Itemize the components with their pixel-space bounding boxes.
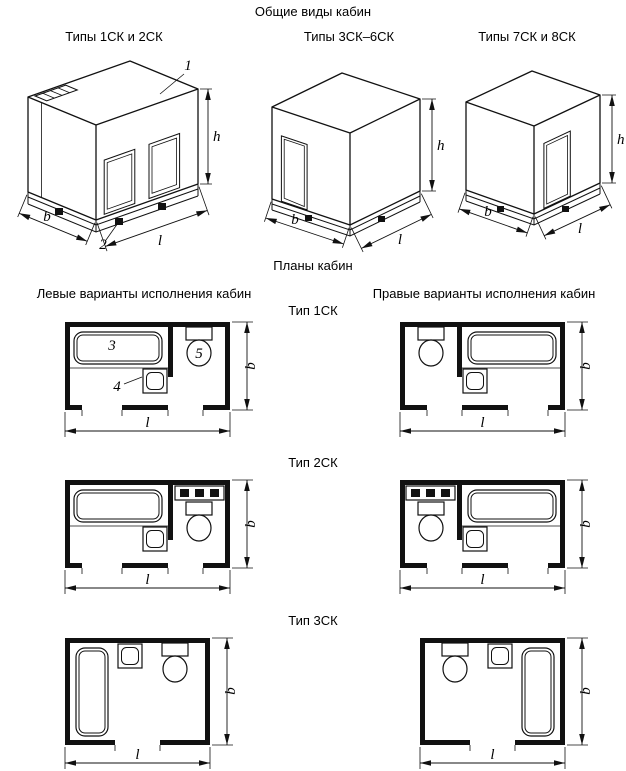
- dim-label-l: l: [145, 415, 149, 431]
- bathtub: [521, 647, 555, 737]
- partition-wall: [168, 327, 173, 377]
- iso-caption-types-1-2: Типы 1СК и 2СК: [65, 29, 163, 44]
- plans-title: Планы кабин: [273, 258, 353, 273]
- dim-label-b: b: [43, 209, 51, 225]
- callout-3: 3: [107, 338, 116, 354]
- dim-label-l: l: [158, 233, 162, 249]
- dim-label-l: l: [578, 221, 582, 237]
- partition-wall: [168, 485, 173, 540]
- vent-block: [174, 485, 225, 501]
- dim-label-b: b: [578, 362, 594, 370]
- callout-4-leader: [123, 376, 143, 385]
- dim-label-l: l: [398, 232, 402, 248]
- door-jamb-ticks: [81, 410, 204, 416]
- plan-3sk-right: b l: [419, 637, 594, 769]
- washbasin: [462, 526, 488, 552]
- washbasin: [142, 526, 168, 552]
- callout-5: 5: [195, 346, 203, 362]
- partition-wall: [457, 327, 462, 377]
- callout-1: 1: [184, 58, 192, 74]
- cabin-box-edges: [27, 60, 199, 221]
- iso-caption-types-3-6: Типы 3СК–6СК: [303, 29, 395, 44]
- left-variants-header: Левые варианты исполнения кабин: [36, 286, 252, 301]
- toilet: [185, 501, 213, 542]
- dim-label-b: b: [578, 687, 594, 695]
- callout-2: 2: [99, 237, 107, 253]
- dimension-line-b: [19, 212, 88, 242]
- dimension-line-b: [459, 208, 528, 234]
- dim-label-h: h: [213, 129, 221, 145]
- door-opening: [280, 135, 308, 211]
- extension-lines-h: [602, 94, 616, 184]
- vent-block: [405, 485, 456, 501]
- dimension-line-l: [105, 209, 208, 247]
- dim-label-l: l: [490, 747, 494, 763]
- door-jamb-ticks: [426, 410, 549, 416]
- dim-label-b: b: [243, 362, 259, 370]
- dim-label-b: b: [291, 212, 299, 228]
- dim-label-b: b: [578, 520, 594, 528]
- plan-2sk-right: b l: [399, 479, 594, 594]
- washbasin: [117, 643, 143, 669]
- dim-label-h: h: [617, 132, 625, 148]
- extension-lines-h: [200, 88, 212, 185]
- bathtub: [467, 489, 557, 523]
- bathtub: [75, 647, 109, 737]
- dimension-line-l: [361, 213, 432, 249]
- washbasin: [487, 643, 513, 669]
- type-2sk-label: Тип 2СК: [288, 455, 338, 470]
- extension-lines-l: [350, 193, 434, 253]
- type-1sk-label: Тип 1СК: [288, 303, 338, 318]
- dim-label-h: h: [437, 138, 445, 154]
- bathtub: [73, 331, 163, 365]
- roof-vent-plate: [33, 84, 79, 102]
- dim-label-b: b: [243, 520, 259, 528]
- door-jamb-ticks: [469, 745, 516, 751]
- cabin-box-edges: [465, 70, 601, 215]
- iso-caption-types-7-8: Типы 7СК и 8СК: [478, 29, 576, 44]
- right-variants-header: Правые варианты исполнения кабин: [372, 286, 596, 301]
- bathtub: [467, 331, 557, 365]
- dim-label-b: b: [223, 687, 239, 695]
- door-opening: [543, 130, 571, 210]
- dim-label-l: l: [480, 572, 484, 588]
- plan-2sk-left: b l: [64, 479, 259, 594]
- extension-lines-b: [264, 201, 350, 248]
- toilet: [417, 326, 445, 367]
- toilet: [441, 642, 469, 683]
- dim-label-l: l: [135, 747, 139, 763]
- callout-1-leader: [159, 73, 185, 95]
- door-opening-left: [103, 148, 136, 216]
- type-3sk-label: Тип 3СК: [288, 613, 338, 628]
- page-title: Общие виды кабин: [254, 4, 372, 19]
- plan-1sk-right: b l: [399, 321, 594, 437]
- dim-label-l: l: [480, 415, 484, 431]
- base-pallet: [27, 184, 199, 233]
- iso-view-types-1-2: h b l 1 2: [17, 58, 221, 253]
- toilet: [417, 501, 445, 542]
- door-jamb-ticks: [114, 745, 161, 751]
- toilet: [161, 642, 189, 683]
- callout-2-leader: [105, 222, 119, 241]
- partition-wall: [457, 485, 462, 540]
- extension-lines-h: [422, 98, 436, 192]
- dim-label-b: b: [484, 204, 492, 220]
- door-opening-right: [148, 132, 181, 200]
- iso-view-types-7-8: h b l: [457, 70, 625, 240]
- washbasin: [142, 368, 168, 394]
- dim-label-l: l: [145, 572, 149, 588]
- callout-4: 4: [113, 379, 121, 395]
- iso-view-types-3-6: h b l: [264, 72, 445, 253]
- cabin-box-edges: [271, 72, 421, 226]
- plan-3sk-left: b l: [64, 637, 239, 769]
- bathtub: [73, 489, 163, 523]
- dimension-line-l: [544, 204, 611, 237]
- door-jamb-ticks: [426, 568, 549, 574]
- dimension-line-b: [265, 217, 344, 245]
- plan-1sk-left: 3 4 5 b l: [64, 321, 259, 437]
- door-jamb-ticks: [81, 568, 204, 574]
- washbasin: [462, 368, 488, 394]
